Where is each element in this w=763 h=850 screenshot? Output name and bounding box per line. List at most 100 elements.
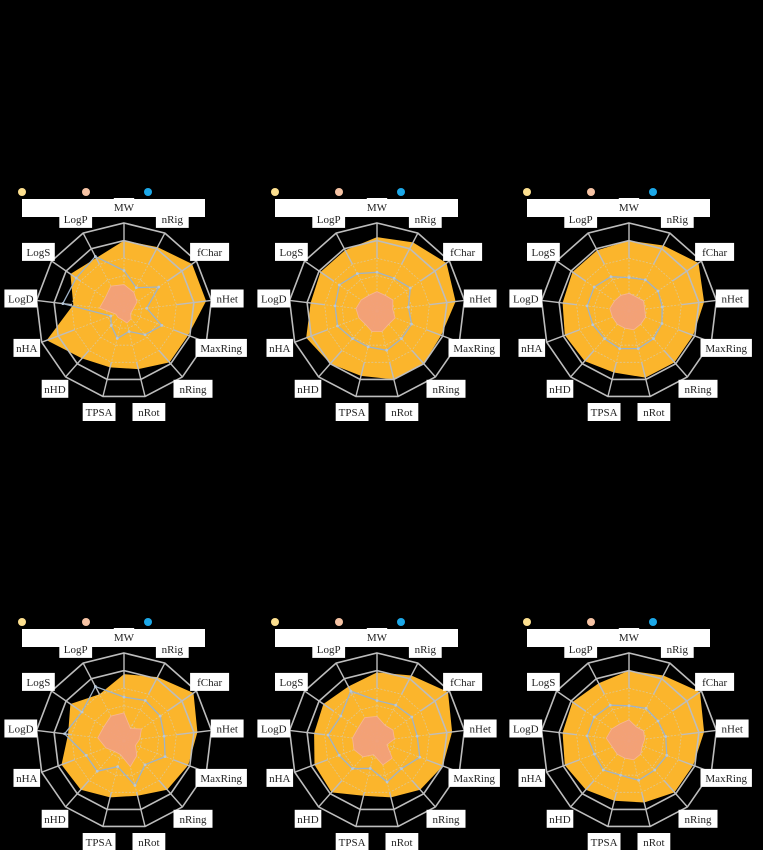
axis-label-logs: LogS	[275, 672, 308, 691]
svg-text:TPSA: TPSA	[339, 837, 366, 849]
svg-text:nRing: nRing	[433, 384, 460, 396]
legend-marker-1	[271, 188, 279, 196]
legend-marker-2	[335, 618, 343, 626]
axis-label-logd: LogD	[257, 719, 291, 738]
svg-text:nHD: nHD	[297, 384, 318, 396]
svg-text:LogD: LogD	[261, 294, 287, 306]
grid-ring	[288, 222, 466, 398]
axis-label-nrot: nRot	[132, 833, 166, 850]
svg-text:nHD: nHD	[44, 814, 65, 826]
axis-label-mw: MW	[113, 198, 135, 216]
svg-text:TPSA: TPSA	[86, 837, 113, 849]
legend-marker-2	[587, 618, 595, 626]
axis-label-nhet: nHet	[715, 289, 749, 308]
axis-label-nring: nRing	[173, 379, 213, 398]
svg-text:LogS: LogS	[26, 247, 50, 259]
axis-label-nhd: nHD	[41, 809, 69, 828]
svg-text:nRot: nRot	[391, 407, 412, 419]
axis-label-nrot: nRot	[132, 403, 166, 421]
svg-text:nRot: nRot	[643, 837, 664, 849]
axis-label-maxring: MaxRing	[448, 768, 500, 787]
svg-text:LogP: LogP	[317, 214, 341, 226]
axis-label-maxring: MaxRing	[448, 338, 500, 357]
svg-text:nRig: nRig	[415, 644, 437, 656]
svg-text:LogP: LogP	[64, 214, 88, 226]
svg-text:MW: MW	[114, 202, 135, 214]
axis-label-logs: LogS	[527, 242, 560, 261]
axis-label-nhd: nHD	[41, 379, 69, 398]
axis-label-nhd: nHD	[294, 379, 322, 398]
legend-marker-2	[587, 188, 595, 196]
svg-text:fChar: fChar	[702, 247, 727, 259]
grid-ring	[558, 669, 700, 811]
svg-text:nRing: nRing	[685, 384, 712, 396]
svg-text:nHD: nHD	[549, 384, 570, 396]
svg-text:LogS: LogS	[26, 677, 50, 689]
axis-label-nhet: nHet	[463, 289, 497, 308]
series-salmon-area	[605, 719, 646, 761]
svg-text:MW: MW	[619, 632, 640, 644]
axis-label-nhet: nHet	[210, 719, 244, 738]
grid-ring	[540, 222, 718, 398]
series-salmon-area	[98, 284, 138, 324]
axis-label-nrot: nRot	[637, 833, 671, 850]
svg-text:LogD: LogD	[8, 724, 34, 736]
svg-text:nHet: nHet	[217, 724, 238, 736]
svg-text:nRot: nRot	[138, 407, 159, 419]
svg-text:nRig: nRig	[162, 644, 184, 656]
svg-text:nRing: nRing	[180, 814, 207, 826]
svg-text:TPSA: TPSA	[339, 407, 366, 419]
svg-text:MaxRing: MaxRing	[453, 773, 495, 785]
svg-text:MW: MW	[619, 202, 640, 214]
svg-text:nRot: nRot	[391, 837, 412, 849]
svg-text:MaxRing: MaxRing	[705, 343, 747, 355]
legend-marker-3	[397, 618, 405, 626]
axis-label-tpsa: TPSA	[335, 833, 369, 850]
axis-label-tpsa: TPSA	[82, 403, 116, 421]
axis-label-logp: LogP	[59, 209, 93, 228]
axis-label-maxring: MaxRing	[195, 338, 247, 357]
axis-label-logd: LogD	[509, 719, 543, 738]
axis-label-nha: nHA	[518, 338, 546, 357]
svg-text:nHA: nHA	[16, 343, 37, 355]
series-blue-line	[327, 690, 421, 783]
axis-label-fchar: fChar	[695, 672, 735, 691]
axis-label-tpsa: TPSA	[335, 403, 369, 421]
grid-ring	[53, 239, 195, 381]
legend-marker-3	[649, 188, 657, 196]
legend-marker-1	[18, 618, 26, 626]
legend-marker-2	[82, 618, 90, 626]
svg-text:LogD: LogD	[261, 724, 287, 736]
axis-label-nhet: nHet	[463, 719, 497, 738]
axis-label-mw: MW	[113, 628, 135, 646]
series-blue-line	[586, 276, 663, 350]
grid-ring	[35, 652, 213, 828]
svg-text:LogD: LogD	[513, 724, 539, 736]
axis-label-mw: MW	[618, 198, 640, 216]
axis-label-nrig: nRig	[660, 209, 694, 228]
svg-text:nRig: nRig	[667, 214, 689, 226]
svg-text:nHA: nHA	[16, 773, 37, 785]
axis-label-nring: nRing	[426, 379, 466, 398]
axis-label-fchar: fChar	[190, 672, 230, 691]
axis-label-logs: LogS	[22, 672, 55, 691]
axis-label-maxring: MaxRing	[700, 768, 752, 787]
legend-marker-3	[397, 188, 405, 196]
axis-label-nrot: nRot	[637, 403, 671, 421]
grid-ring	[288, 652, 466, 828]
axis-label-mw: MW	[618, 628, 640, 646]
axis-label-nha: nHA	[13, 338, 41, 357]
svg-text:LogS: LogS	[531, 677, 555, 689]
svg-text:MW: MW	[367, 632, 388, 644]
axis-label-tpsa: TPSA	[587, 833, 621, 850]
svg-text:MaxRing: MaxRing	[453, 343, 495, 355]
svg-text:MaxRing: MaxRing	[200, 343, 242, 355]
svg-text:fChar: fChar	[450, 677, 475, 689]
axis-label-nha: nHA	[266, 338, 294, 357]
svg-text:nHA: nHA	[521, 773, 542, 785]
series-salmon-area	[97, 712, 142, 768]
